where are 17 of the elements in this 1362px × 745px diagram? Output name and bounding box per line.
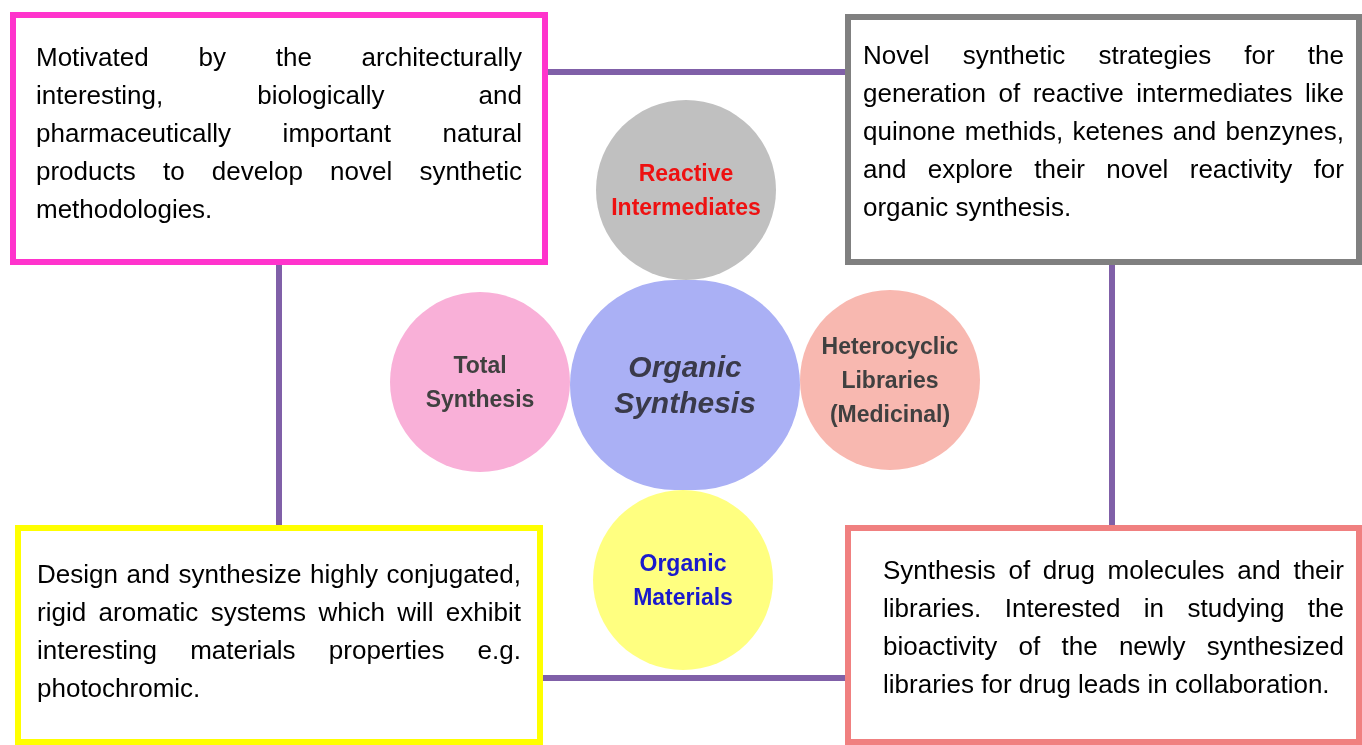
connector-line	[276, 265, 282, 525]
description-box	[15, 525, 543, 745]
topic-label: Organic Materials	[632, 549, 734, 612]
topic-label: Organic Synthesis	[613, 349, 757, 421]
description-box	[10, 12, 548, 265]
topic-label: Heterocyclic Libraries (Medicinal)	[820, 332, 960, 429]
topic-label: Total Synthesis	[424, 351, 536, 414]
description-text: Novel synthetic strategies for the generation of reactive intermediates like quinone methids, ketenes and benzynes, and explore their novel reactivity for organic synthesis.	[863, 39, 1344, 224]
description-text: Motivated by the architecturally interesting, biologically and pharmaceutically important natural products to develop novel synthetic methodologies.	[36, 41, 522, 226]
description-text: Design and synthesize highly conjugated, rigid aromatic systems which will exhibit interesting materials properties e.g. photochromic.	[37, 558, 521, 705]
description-text: Synthesis of drug molecules and their libraries. Interested in studying the bioactivity of the newly synthesized libraries for drug leads in collaboration.	[883, 554, 1344, 701]
connector-line	[1109, 265, 1115, 525]
connector-line	[543, 675, 845, 681]
topic-label: Reactive Intermediates	[610, 159, 762, 222]
description-box	[845, 525, 1362, 745]
connector-line	[548, 69, 845, 75]
description-box	[845, 14, 1362, 265]
